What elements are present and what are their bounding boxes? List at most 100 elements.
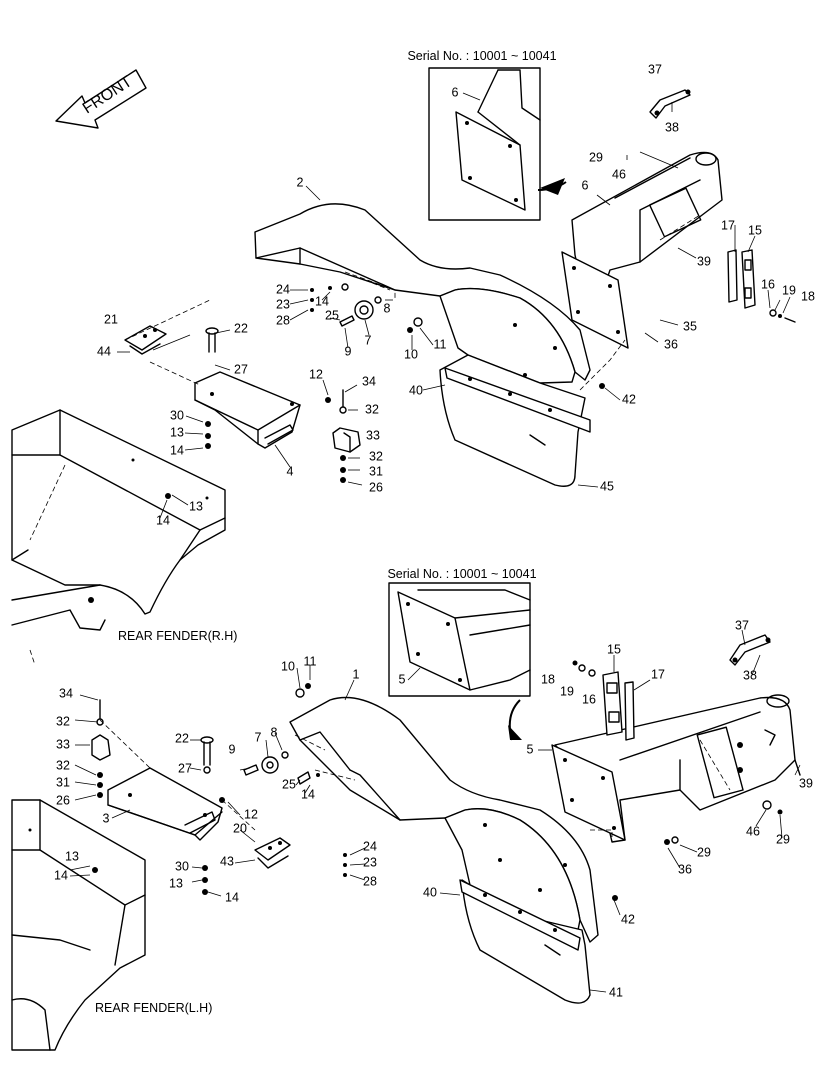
callout: 7 bbox=[255, 730, 262, 744]
block-33-top bbox=[332, 427, 361, 453]
callout: 26 bbox=[56, 793, 70, 807]
handle-37-bottom bbox=[729, 634, 771, 666]
callout: 32 bbox=[56, 758, 70, 772]
callout: 28 bbox=[276, 313, 290, 327]
callout: 27 bbox=[178, 761, 192, 775]
callout: 32 bbox=[56, 714, 70, 728]
callout: 33 bbox=[56, 737, 70, 751]
callout: 22 bbox=[234, 321, 248, 335]
rear-fender-lh-label: REAR FENDER(L.H) bbox=[95, 1001, 212, 1015]
callout: 16 bbox=[582, 692, 596, 706]
callout: 9 bbox=[229, 742, 236, 756]
leaders-top bbox=[117, 92, 791, 519]
callout: 14 bbox=[301, 787, 315, 801]
callout: 12 bbox=[309, 367, 323, 381]
callout: 7 bbox=[365, 333, 372, 347]
hardware-cluster-top bbox=[310, 283, 423, 333]
callout: 46 bbox=[746, 824, 760, 838]
serial-inset-top: Serial No. : 10001 ~ 10041 bbox=[407, 49, 567, 221]
washers-top-left bbox=[205, 389, 347, 483]
callout: 16 bbox=[761, 277, 775, 291]
callout: 15 bbox=[607, 642, 621, 656]
callout: 30 bbox=[170, 408, 184, 422]
callout: 25 bbox=[282, 777, 296, 791]
plates-15-17-bottom bbox=[572, 660, 635, 741]
callout: 17 bbox=[651, 667, 665, 681]
callout: 37 bbox=[735, 618, 749, 632]
callout: 23 bbox=[276, 297, 290, 311]
block-33-bottom bbox=[91, 734, 111, 761]
callout: 46 bbox=[612, 167, 626, 181]
mudflap-41-bottom bbox=[459, 879, 618, 1004]
callout: 36 bbox=[664, 337, 678, 351]
callout: 14 bbox=[225, 890, 239, 904]
callout: 11 bbox=[304, 654, 317, 668]
callout: 18 bbox=[801, 289, 815, 303]
callout: 28 bbox=[363, 874, 377, 888]
callout: 5 bbox=[527, 742, 534, 756]
hinge-21-top bbox=[124, 325, 167, 355]
callout: 13 bbox=[169, 876, 183, 890]
callout: 24 bbox=[363, 839, 377, 853]
mudflap-45-top bbox=[439, 354, 605, 487]
callouts-bottom: 37 38 15 17 18 19 16 5 5 1 10 11 39 34 3… bbox=[54, 618, 813, 999]
callout: 29 bbox=[589, 150, 603, 164]
callout: 40 bbox=[423, 885, 437, 899]
bracket-5-bottom bbox=[551, 694, 796, 843]
callout: 22 bbox=[175, 731, 189, 745]
front-arrow: FRONT bbox=[55, 69, 147, 129]
callout: 8 bbox=[271, 725, 278, 739]
hinge-20-bottom bbox=[254, 837, 291, 869]
callout: 27 bbox=[234, 362, 248, 376]
callout: 8 bbox=[384, 301, 391, 315]
callout: 13 bbox=[170, 425, 184, 439]
callout: 10 bbox=[404, 347, 418, 361]
callout: 37 bbox=[648, 62, 662, 76]
callout: 23 bbox=[363, 855, 377, 869]
callout: 40 bbox=[409, 383, 423, 397]
rear-fender-rh bbox=[11, 409, 226, 666]
fender-top-assembly bbox=[254, 203, 591, 384]
callout: 29 bbox=[697, 845, 711, 859]
callout: 13 bbox=[189, 499, 203, 513]
callout: 32 bbox=[365, 402, 379, 416]
callout: 19 bbox=[782, 283, 796, 297]
callout: 30 bbox=[175, 859, 189, 873]
bracket-4-top bbox=[194, 371, 301, 449]
callout: 34 bbox=[59, 686, 73, 700]
callout: 1 bbox=[353, 667, 360, 681]
bolts-bottom bbox=[96, 699, 225, 895]
serial-inset-bottom: Serial No. : 10001 ~ 10041 bbox=[387, 567, 537, 741]
rear-fender-rh-label: REAR FENDER(R.H) bbox=[118, 629, 237, 643]
callout: 17 bbox=[721, 218, 735, 232]
callout: 36 bbox=[678, 862, 692, 876]
leaders-bottom bbox=[69, 629, 801, 993]
rear-fender-lh bbox=[11, 799, 146, 1051]
callout: 14 bbox=[170, 443, 184, 457]
callout: 39 bbox=[697, 254, 711, 268]
callout: 45 bbox=[600, 479, 614, 493]
callout: 6 bbox=[582, 178, 589, 192]
callout: 21 bbox=[104, 312, 118, 326]
callout: 31 bbox=[56, 775, 70, 789]
callouts-top: 37 38 6 29 46 6 39 17 15 16 19 18 35 36 … bbox=[97, 62, 815, 527]
callout: 42 bbox=[622, 392, 636, 406]
callout: 41 bbox=[609, 985, 623, 999]
callout: 19 bbox=[560, 684, 574, 698]
callout: 9 bbox=[345, 344, 352, 358]
handle-37-top bbox=[649, 89, 691, 119]
callout: 34 bbox=[362, 374, 376, 388]
callout: 2 bbox=[297, 175, 304, 189]
callout: 33 bbox=[366, 428, 380, 442]
callout: 24 bbox=[276, 282, 290, 296]
callout: 25 bbox=[325, 308, 339, 322]
callout: 38 bbox=[665, 120, 679, 134]
callout: 26 bbox=[369, 480, 383, 494]
callout: 4 bbox=[287, 464, 294, 478]
callout: 15 bbox=[748, 223, 762, 237]
callout: 18 bbox=[541, 672, 555, 686]
callout: 29 bbox=[776, 832, 790, 846]
callout: 43 bbox=[220, 854, 234, 868]
callout: 5 bbox=[399, 672, 406, 686]
callout: 14 bbox=[315, 294, 329, 308]
